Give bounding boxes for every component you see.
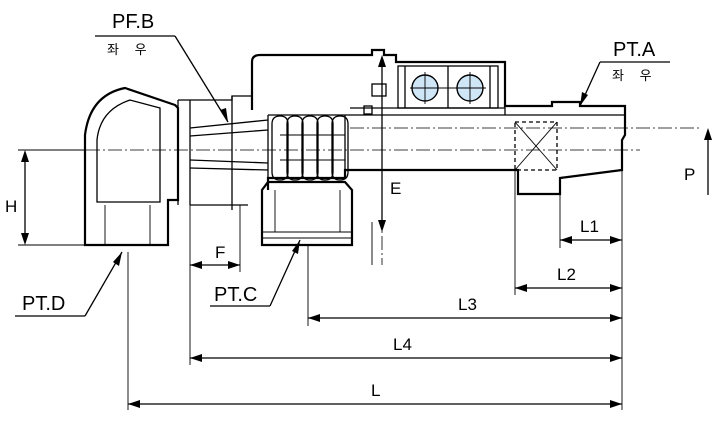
dim-label-l1: L1 <box>580 217 599 236</box>
label-pt-a-sub: 좌 우 <box>612 68 658 83</box>
hex-fitting <box>514 121 558 171</box>
leader-pt-d <box>15 251 123 317</box>
leader-pt-a <box>579 61 670 107</box>
dimension-l <box>127 252 622 410</box>
dimension-p <box>704 128 712 195</box>
label-pt-a: PT.A <box>613 39 656 61</box>
leader-pt-c <box>210 239 301 307</box>
dim-label-e: E <box>390 179 401 198</box>
label-pf-b-sub: 좌 우 <box>107 42 153 57</box>
dim-label-l2: L2 <box>557 265 576 284</box>
label-pt-d: PT.D <box>22 293 65 315</box>
dimension-l4 <box>190 354 622 362</box>
dim-label-f: F <box>215 243 225 262</box>
dimension-f <box>189 205 241 365</box>
dim-label-l4: L4 <box>393 335 412 354</box>
bearing-assembly <box>363 65 499 115</box>
spring <box>267 115 349 182</box>
leader-pf-b <box>95 35 229 123</box>
dimension-l2 <box>514 170 622 295</box>
dimension-e <box>371 55 386 265</box>
dimension-l1 <box>559 170 623 410</box>
dimension-h <box>18 149 85 246</box>
inner-pipe <box>189 96 269 210</box>
label-pt-c: PT.C <box>214 284 257 306</box>
bottom-nut <box>260 180 354 247</box>
dimension-l3 <box>307 245 622 326</box>
main-housing <box>250 48 627 196</box>
dim-label-l: L <box>371 381 380 400</box>
label-pf-b: PF.B <box>112 11 154 33</box>
elbow-body <box>83 86 253 247</box>
dim-label-h: H <box>5 197 17 216</box>
dim-label-p: P <box>684 165 695 184</box>
dim-label-l3: L3 <box>458 295 477 314</box>
